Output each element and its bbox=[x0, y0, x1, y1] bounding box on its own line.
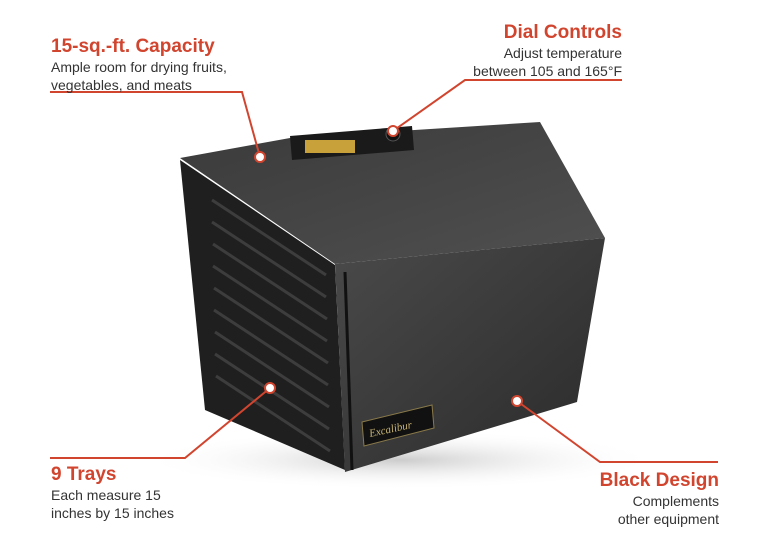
callout-desc: inches by 15 inches bbox=[51, 505, 174, 521]
floor-shadow bbox=[140, 430, 660, 490]
callout-capacity: 15-sq.-ft. Capacity Ample room for dryin… bbox=[51, 36, 227, 94]
trays-dot bbox=[264, 382, 276, 394]
callout-title: 15-sq.-ft. Capacity bbox=[51, 36, 215, 57]
top-surface bbox=[180, 122, 605, 264]
callout-black-design: Black Design Complements other equipment bbox=[600, 470, 719, 528]
callout-title: Black Design bbox=[599, 470, 719, 491]
callout-dial-controls: Dial Controls Adjust temperature between… bbox=[473, 22, 622, 80]
callout-desc: other equipment bbox=[617, 511, 719, 527]
tray-side bbox=[180, 160, 345, 470]
design-dot bbox=[511, 395, 523, 407]
display-window bbox=[305, 140, 355, 153]
brand-logo bbox=[361, 404, 435, 447]
callout-title: 9 Trays bbox=[51, 464, 117, 485]
callout-desc: Each measure 15 bbox=[51, 487, 161, 503]
capacity-dot bbox=[254, 151, 266, 163]
callout-title: Dial Controls bbox=[503, 22, 622, 43]
callout-desc: Adjust temperature bbox=[503, 45, 622, 61]
callout-dots bbox=[254, 125, 523, 407]
tray-slots bbox=[211, 198, 331, 453]
callout-lines bbox=[50, 79, 718, 463]
callout-desc: between 105 and 165°F bbox=[473, 63, 622, 79]
callout-desc: Complements bbox=[632, 493, 719, 509]
callout-desc: Ample room for drying fruits, bbox=[51, 59, 227, 75]
dial-dot bbox=[387, 125, 399, 137]
callout-desc: vegetables, and meats bbox=[51, 77, 192, 93]
callout-trays: 9 Trays Each measure 15 inches by 15 inc… bbox=[51, 464, 174, 522]
